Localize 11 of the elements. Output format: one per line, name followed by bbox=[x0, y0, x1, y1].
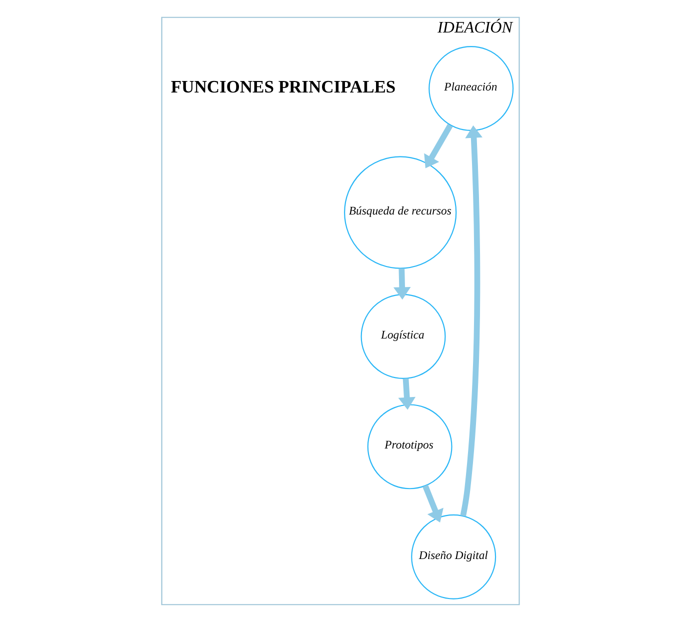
label: FUNCIONES PRINCIPALES bbox=[170, 76, 396, 96]
node-circle: Prototipos bbox=[367, 404, 452, 490]
arrow bbox=[398, 378, 416, 410]
node-circle: Búsqueda de recursos bbox=[344, 156, 457, 269]
node-circle: Planeación bbox=[428, 46, 514, 131]
arrow bbox=[422, 484, 444, 522]
arrow bbox=[424, 124, 453, 168]
node-circle: Diseño Digital bbox=[411, 514, 496, 600]
arrow bbox=[460, 125, 482, 517]
node-circle: Logística bbox=[360, 294, 446, 380]
arrow bbox=[393, 268, 411, 300]
